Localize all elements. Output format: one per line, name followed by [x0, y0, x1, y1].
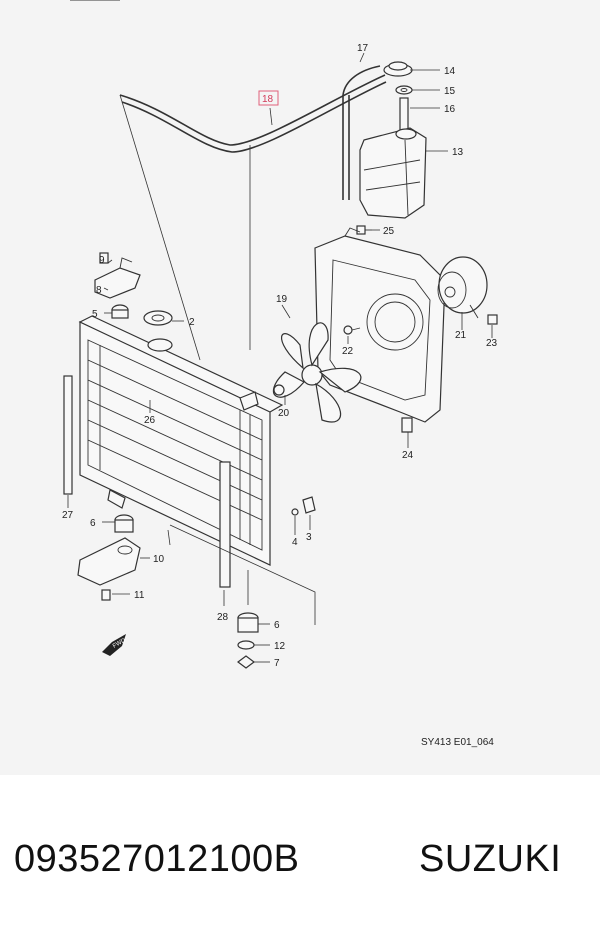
fan-shroud	[314, 227, 446, 423]
callout-22: 22	[342, 346, 354, 357]
callout-7: 7	[274, 658, 280, 669]
guide-line-1	[119, 94, 201, 361]
lower-bracket-bolt	[101, 589, 111, 601]
fan-clip	[273, 384, 285, 396]
callout-20: 20	[278, 408, 290, 419]
left-side-seal	[63, 375, 73, 495]
lower-cushion-right	[237, 612, 259, 633]
reservoir-hose-edge	[121, 81, 387, 153]
callout-21: 21	[455, 330, 467, 341]
guide-line-4	[167, 529, 171, 546]
cap-gasket	[395, 85, 413, 95]
callout-13: 13	[452, 147, 464, 158]
upper-mount-bracket	[94, 252, 141, 299]
radiator-cap	[143, 310, 173, 326]
upper-cushion	[111, 304, 129, 319]
callout-4: 4	[292, 537, 298, 548]
drain-bolt	[302, 496, 316, 514]
callout-3: 3	[306, 532, 312, 543]
callout-5: 5	[92, 309, 98, 320]
brand-name: SUZUKI	[419, 838, 562, 880]
shroud-bracket	[401, 417, 413, 433]
callout-27: 27	[62, 510, 74, 521]
guide-line-3	[169, 524, 316, 625]
lower-cushion-left	[114, 514, 134, 533]
part-number: 093527012100B	[14, 838, 300, 880]
footer	[0, 775, 600, 932]
lower-washer	[237, 640, 255, 650]
callout-12: 12	[274, 641, 286, 652]
fan-motor	[437, 256, 488, 319]
reservoir-tube	[399, 97, 409, 131]
callout-8: 8	[96, 285, 102, 296]
drawing-code: SY413 E01_064	[421, 737, 494, 748]
drain-clip	[291, 508, 299, 516]
callout-9: 9	[99, 255, 105, 266]
fan-screw	[343, 325, 361, 335]
right-side-seal	[219, 461, 231, 588]
radiator-core	[78, 315, 284, 566]
callout-15: 15	[444, 86, 456, 97]
leader-lines	[67, 52, 493, 663]
callout-28: 28	[217, 612, 229, 623]
reservoir-cap	[383, 61, 413, 77]
callout-25: 25	[383, 226, 395, 237]
reservoir-tank	[359, 127, 427, 219]
callout-14: 14	[444, 66, 456, 77]
callout-16: 16	[444, 104, 456, 115]
radiator-exploded-diagram: FWD 17 14 15 16 13 18	[62, 0, 498, 748]
callout-17: 17	[357, 43, 369, 54]
callout-26: 26	[144, 415, 156, 426]
overflow-pipe-bend	[342, 65, 381, 96]
callout-19: 19	[276, 294, 288, 305]
callout-2: 2	[189, 317, 195, 328]
lower-mount-bracket	[77, 537, 141, 586]
callout-11: 11	[134, 590, 145, 601]
callout-23: 23	[486, 338, 498, 349]
reservoir-hose	[119, 74, 386, 146]
callout-6-lower: 6	[274, 620, 280, 631]
lower-nut	[237, 655, 255, 669]
shroud-bolt	[356, 225, 372, 235]
parts-diagram-panel: FWD 17 14 15 16 13 18	[0, 0, 600, 775]
fan-blade	[272, 322, 362, 423]
motor-nut	[487, 314, 498, 325]
fwd-arrow-icon: FWD	[102, 634, 127, 656]
callout-6-upper: 6	[90, 518, 96, 529]
callout-10: 10	[153, 554, 165, 565]
highlight-box	[258, 90, 279, 106]
callout-24: 24	[402, 450, 414, 461]
callout-18: 18	[262, 94, 274, 105]
